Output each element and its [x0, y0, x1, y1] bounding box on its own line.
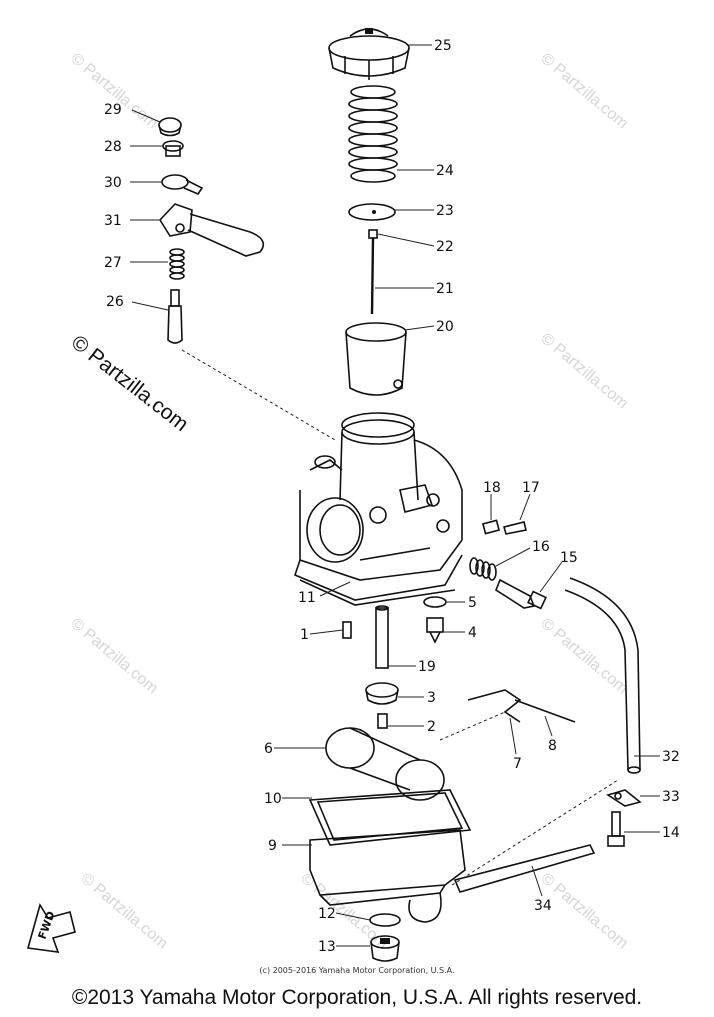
- part-plate-30: [161, 174, 204, 195]
- part-plunger-26: [167, 289, 183, 344]
- callout-27: 27: [104, 255, 122, 271]
- callout-7: 7: [513, 756, 522, 772]
- part-clip-33: [606, 789, 642, 807]
- part-cap-29: [158, 117, 182, 137]
- part-spring-24: [348, 85, 398, 183]
- callout-24: 24: [436, 163, 454, 179]
- callout-13: 13: [318, 939, 336, 955]
- side-watermark: © Partzilla.com: [67, 331, 193, 436]
- watermark: © Partzilla.com: [297, 870, 391, 952]
- small-copyright: (c) 2005-2016 Yamaha Motor Corporation, …: [259, 966, 455, 975]
- part-jet-19: [375, 605, 389, 669]
- part-gasket-12: [369, 913, 401, 927]
- callout-22: 22: [436, 239, 454, 255]
- dashed-guide: [451, 779, 619, 886]
- callout-28: 28: [104, 139, 122, 155]
- callout-16: 16: [532, 539, 550, 555]
- callout-23: 23: [436, 203, 454, 219]
- callout-30: 30: [104, 175, 122, 191]
- part-gasket-11: [299, 579, 456, 606]
- callout-34: 34: [534, 898, 552, 914]
- callout-26: 26: [106, 294, 124, 310]
- callout-33: 33: [662, 789, 680, 805]
- part-screw-17: [503, 521, 527, 535]
- main-copyright: ©2013 Yamaha Motor Corporation, U.S.A. A…: [71, 986, 643, 1009]
- part-gasket-10: [308, 789, 472, 846]
- callout-6: 6: [264, 741, 273, 757]
- leader-lines: [130, 44, 660, 947]
- callout-18: 18: [483, 480, 501, 496]
- callout-19: 19: [418, 659, 436, 675]
- watermark: © Partzilla.com: [537, 50, 631, 132]
- part-needle-21-22: [368, 229, 378, 315]
- callout-32: 32: [662, 749, 680, 765]
- part-float-6: [325, 727, 445, 801]
- part-cap-25: [328, 28, 410, 80]
- part-hose-32: [564, 577, 641, 774]
- part-washer-5: [423, 596, 447, 608]
- part-plug-13: [370, 935, 400, 962]
- callout-1: 1: [300, 627, 309, 643]
- part-carburetor-body: [294, 412, 463, 601]
- part-screw-14: [607, 811, 625, 847]
- callout-31: 31: [104, 213, 122, 229]
- part-valve-4: [426, 617, 444, 644]
- callout-8: 8: [548, 738, 557, 754]
- watermark: © Partzilla.com: [67, 615, 161, 697]
- part-drain-hose-34: [453, 844, 596, 893]
- callout-3: 3: [427, 690, 436, 706]
- watermark: © Partzilla.com: [537, 330, 631, 412]
- callout-labels: 25 24 23 22 21 20 29 28 30 31 27 26 18 1…: [104, 38, 680, 955]
- part-pin-7-8: [439, 689, 576, 741]
- callout-4: 4: [468, 625, 477, 641]
- callout-20: 20: [436, 319, 454, 335]
- callout-14: 14: [662, 825, 680, 841]
- watermark-layer: © Partzilla.com © Partzilla.com © Partzi…: [67, 50, 631, 952]
- callout-25: 25: [434, 38, 452, 54]
- dashed-guide: [181, 349, 336, 441]
- part-float-bowl-9: [309, 829, 466, 923]
- part-jet-2: [377, 713, 388, 729]
- part-plate-23: [348, 203, 396, 221]
- watermark: © Partzilla.com: [67, 50, 161, 132]
- part-screw-18: [481, 519, 501, 535]
- callout-11: 11: [298, 590, 316, 606]
- part-nut-28: [162, 140, 184, 157]
- part-lever-31: [158, 203, 265, 257]
- callout-9: 9: [268, 838, 277, 854]
- callout-15: 15: [560, 550, 578, 566]
- fwd-arrow-icon: FWD: [26, 903, 76, 953]
- part-spring-16: [469, 557, 497, 581]
- callout-5: 5: [468, 595, 477, 611]
- callout-21: 21: [436, 281, 454, 297]
- fwd-label: FWD: [36, 910, 58, 941]
- part-throttle-valve-20: [345, 322, 407, 396]
- part-holder-3: [365, 682, 399, 705]
- callout-12: 12: [318, 906, 336, 922]
- part-spring-27: [169, 248, 185, 280]
- callout-17: 17: [522, 480, 540, 496]
- callout-29: 29: [104, 102, 122, 118]
- callout-10: 10: [264, 791, 282, 807]
- part-jet-1: [342, 621, 352, 639]
- part-screw-15: [495, 578, 547, 610]
- watermark: © Partzilla.com: [77, 870, 171, 952]
- callout-2: 2: [427, 719, 436, 735]
